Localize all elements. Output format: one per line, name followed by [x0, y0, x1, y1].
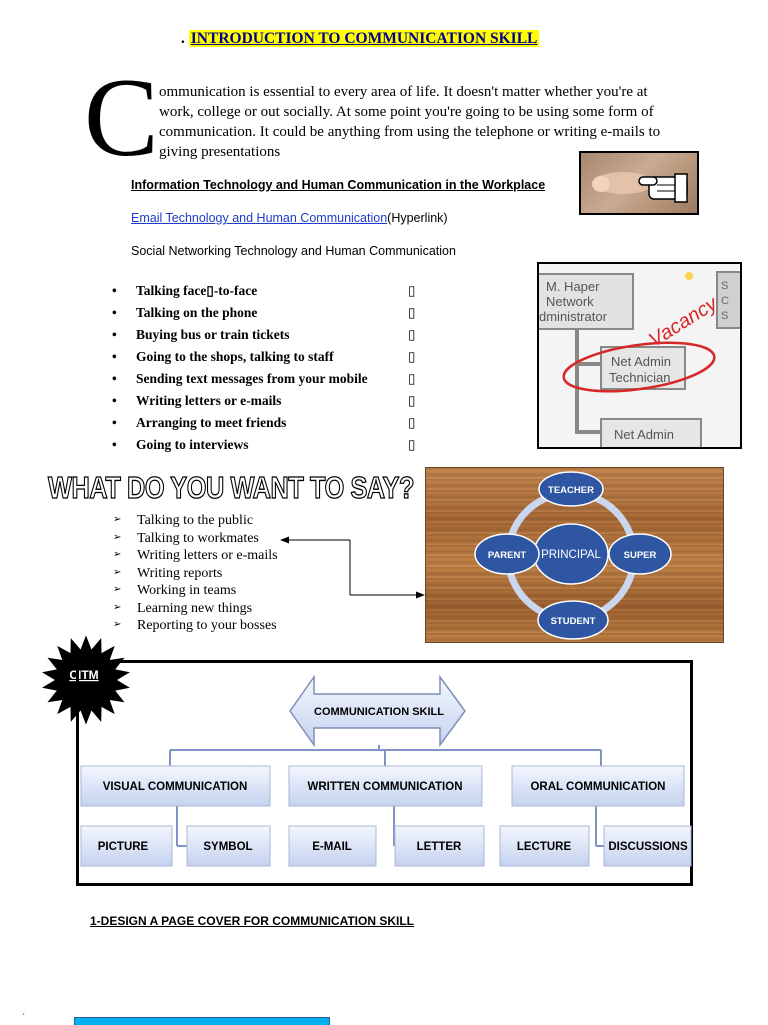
pointing-hand-photo: [579, 151, 699, 215]
svg-text:PARENT: PARENT: [488, 550, 527, 561]
arrow-bullet-icon: ➢: [113, 549, 122, 560]
arrow-bullet-icon: ➢: [113, 531, 122, 543]
list-item: ➢Writing letters or e-mails: [113, 548, 278, 563]
email-link-line: Email Technology and Human Communication…: [131, 211, 448, 225]
what-do-you-want-to-say-heading: WHAT DO YOU WANT TO SAY?: [46, 465, 418, 510]
drop-cap: C: [84, 56, 159, 180]
title-text: INTRODUCTION TO COMMUNICATION SKILL: [188, 30, 540, 47]
svg-text:PICTURE: PICTURE: [98, 841, 149, 853]
svg-text:ORAL COMMUNICATION: ORAL COMMUNICATION: [530, 781, 665, 793]
svg-text:M. Haper: M. Haper: [546, 279, 600, 294]
checkbox-icon: ▯: [408, 349, 416, 364]
list-item: •Going to interviews▯: [112, 437, 416, 452]
communication-skill-diagram-frame: [76, 660, 693, 886]
checkbox-icon: ▯: [408, 283, 416, 298]
checkbox-icon: ▯: [408, 305, 416, 320]
activity-list: •Talking face▯-to-face▯ •Talking on the …: [112, 283, 422, 459]
arrow-bullet-icon: ➢: [113, 514, 122, 525]
list-item: ➢Reporting to your bosses: [113, 618, 277, 633]
communication-situations-list: ➢Talking to the public ➢Talking to workm…: [113, 513, 278, 636]
footer-mark: ´: [22, 1012, 25, 1022]
list-item: •Sending text messages from your mobile▯: [112, 371, 416, 386]
intro-paragraph: ommunication is essential to every area …: [159, 84, 661, 160]
list-item: ➢Talking to workmates: [113, 530, 259, 546]
list-item: ➢Working in teams: [113, 583, 237, 598]
svg-text:WRITTEN COMMUNICATION: WRITTEN COMMUNICATION: [307, 781, 462, 793]
svg-text:dministrator: dministrator: [539, 309, 608, 324]
arrow-bullet-icon: ➢: [113, 566, 122, 578]
section-heading-it-workplace: Information Technology and Human Communi…: [131, 178, 546, 192]
list-item: •Talking on the phone▯: [112, 305, 416, 320]
svg-text:STUDENT: STUDENT: [551, 616, 596, 627]
checkbox-icon: ▯: [408, 371, 416, 386]
cycle-node-teacher: TEACHER: [538, 471, 604, 507]
connector-lines: [169, 745, 604, 847]
hyperlink-note: (Hyperlink): [387, 211, 448, 225]
arrow-bullet-icon: ➢: [113, 584, 122, 595]
list-item: •Writing letters or e-mails▯: [112, 393, 416, 408]
social-networking-heading: Social Networking Technology and Human C…: [131, 244, 456, 258]
task-heading: 1-DESIGN A PAGE COVER FOR COMMUNICATION …: [90, 914, 415, 928]
svg-text:S: S: [721, 280, 728, 292]
svg-text:VISUAL COMMUNICATION: VISUAL COMMUNICATION: [103, 781, 248, 793]
list-item: ➢Writing reports: [113, 565, 223, 581]
communication-skill-hierarchy: COMMUNICATION SKILL VISUAL COMMUNICATION…: [80, 674, 692, 867]
cycle-node-student: STUDENT: [537, 600, 609, 640]
svg-text:TEACHER: TEACHER: [548, 485, 594, 496]
checkbox-icon: ▯: [408, 393, 416, 408]
connector-arrow: [280, 536, 425, 599]
title-prefix: .: [181, 30, 185, 47]
svg-text:WHAT DO YOU WANT TO SAY?: WHAT DO YOU WANT TO SAY?: [48, 471, 414, 505]
branch-written: WRITTEN COMMUNICATION E-MAIL LETTER: [288, 765, 485, 867]
arrow-bullet-icon: ➢: [113, 619, 122, 630]
branch-oral: ORAL COMMUNICATION LECTURE DISCUSSIONS: [499, 765, 692, 867]
svg-text:S: S: [721, 310, 728, 322]
list-item: •Talking face▯-to-face▯: [112, 283, 416, 298]
cycle-node-parent: PARENT: [474, 533, 540, 575]
stakeholder-cycle-diagram: PRINCIPAL TEACHER PARENT SUPER STUDENT: [425, 467, 724, 643]
list-item: •Going to the shops, talking to staff▯: [112, 349, 416, 364]
email-technology-link[interactable]: Email Technology and Human Communication: [131, 211, 388, 225]
svg-text:Net Admin: Net Admin: [611, 354, 671, 369]
list-item: •Arranging to meet friends▯: [112, 415, 416, 430]
footer-color-box: [74, 1017, 330, 1025]
branch-visual: VISUAL COMMUNICATION PICTURE SYMBOL: [80, 765, 271, 867]
list-item: •Buying bus or train tickets▯: [112, 327, 416, 342]
svg-text:E-MAIL: E-MAIL: [312, 841, 352, 853]
svg-text:DISCUSSIONS: DISCUSSIONS: [608, 841, 688, 853]
page-title: . INTRODUCTION TO COMMUNICATION SKILL: [181, 30, 540, 48]
cycle-node-super: SUPER: [608, 533, 672, 575]
root-double-arrow: [289, 674, 466, 748]
list-item: ➢Talking to the public: [113, 513, 254, 528]
arrow-bullet-icon: ➢: [113, 601, 122, 613]
svg-text:Technician: Technician: [609, 370, 670, 385]
org-chart-vacancy-image: M. Haper Network dministrator S C S Net …: [537, 262, 742, 449]
svg-text:SUPER: SUPER: [624, 550, 657, 561]
checkbox-icon: ▯: [408, 415, 416, 430]
svg-text:LECTURE: LECTURE: [517, 841, 572, 853]
svg-text:Network: Network: [546, 294, 594, 309]
svg-text:Net Admin: Net Admin: [614, 427, 674, 442]
svg-text:C: C: [721, 295, 729, 307]
cycle-node-principal: PRINCIPAL: [533, 523, 609, 585]
svg-text:PRINCIPAL: PRINCIPAL: [541, 549, 601, 561]
svg-text:SYMBOL: SYMBOL: [203, 841, 252, 853]
root-label: COMMUNICATION SKILL: [314, 706, 444, 718]
checkbox-icon: ▯: [408, 327, 416, 342]
checkbox-icon: ▯: [408, 437, 416, 452]
list-item: ➢Learning new things: [113, 600, 253, 616]
svg-text:LETTER: LETTER: [417, 841, 462, 853]
